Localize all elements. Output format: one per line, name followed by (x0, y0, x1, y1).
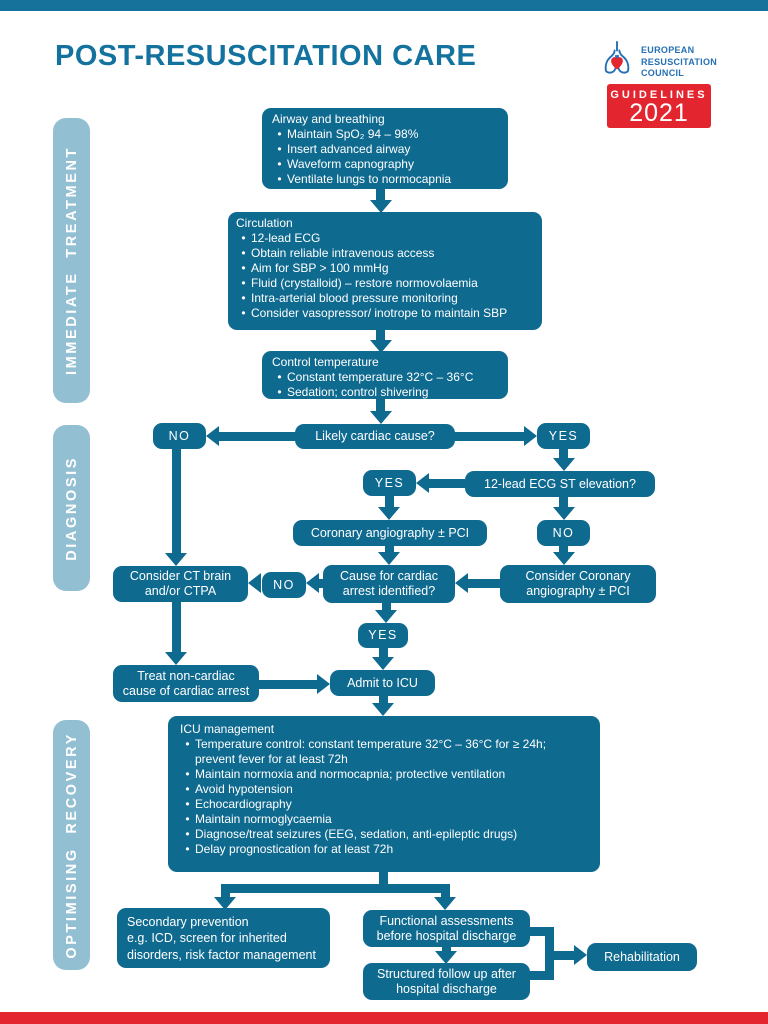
arrowhead (435, 951, 457, 964)
yes-st-elevation-node: YES (363, 470, 416, 496)
arrowhead (375, 610, 397, 623)
arrow-split-to-functional (441, 884, 450, 897)
yes-cardiac-cause-node: YES (537, 423, 590, 449)
arrow-yes-to-coronary-angiography (385, 496, 394, 507)
arrowhead (370, 200, 392, 213)
arrow-coronary-to-cause (385, 546, 394, 553)
consider-ct-brain-ctpa-node: Consider CT brain and/or CTPA (113, 566, 248, 602)
arrow-no-to-ct-brain (248, 573, 261, 593)
bottom-accent-bar (0, 1012, 768, 1024)
arrow-icu-split-stem (379, 871, 388, 887)
secondary-prevention-box: Secondary prevention e.g. ICD, screen fo… (117, 908, 330, 968)
arrow-treat-to-admit (259, 680, 317, 689)
arrowhead (214, 897, 236, 910)
section-optimising-recovery: OPTIMISING RECOVERY (53, 720, 90, 970)
airway-box-bullets: •Maintain SpO₂ 94 – 98%•Insert advanced … (277, 127, 452, 186)
arrowhead (574, 945, 587, 965)
icu-box-bullets: •Temperature control: constant temperatu… (185, 737, 547, 856)
arrow-airway-to-circulation (376, 188, 385, 201)
airway-breathing-box: Airway and breathing •Maintain SpO₂ 94 –… (262, 108, 508, 189)
icu-management-box: ICU management •Temperature control: con… (168, 716, 600, 872)
likely-cardiac-cause-node: Likely cardiac cause? (295, 424, 455, 449)
rehabilitation-node: Rehabilitation (587, 943, 697, 971)
arrow-yes-to-ecg-st (559, 449, 568, 459)
arrow-circulation-to-temperature (376, 330, 385, 341)
arrowhead (416, 473, 429, 493)
top-accent-bar (0, 0, 768, 11)
coronary-angiography-pci-node: Coronary angiography ± PCI (293, 520, 487, 546)
consider-coronary-angiography-node: Consider Coronary angiography ± PCI (500, 565, 656, 603)
section-diagnosis: DIAGNOSIS (53, 425, 90, 591)
arrowhead (370, 340, 392, 353)
airway-box-title: Airway and breathing (272, 112, 385, 126)
arrowhead (317, 674, 330, 694)
arrow-icu-split-bar (221, 884, 450, 893)
arrowhead (206, 426, 219, 446)
temperature-box-bullets: •Constant temperature 32°C – 36°C•Sedati… (277, 370, 474, 399)
admit-to-icu-node: Admit to ICU (330, 670, 435, 696)
arrow-admit-to-icu (379, 696, 388, 704)
connector-structured-to-bracket (528, 971, 554, 980)
arrowhead (553, 552, 575, 565)
control-temperature-box: Control temperature •Constant temperatur… (262, 351, 508, 399)
arrowhead (378, 552, 400, 565)
circulation-box-bullets: •12-lead ECG•Obtain reliable intravenous… (241, 231, 508, 320)
arrowhead (553, 458, 575, 471)
erc-org-name: EUROPEAN RESUSCITATION COUNCIL (641, 44, 718, 79)
arrow-likely-cardiac-to-yes (455, 432, 524, 441)
page-title: POST-RESUSCITATION CARE (55, 40, 477, 72)
arrow-cause-to-no (318, 579, 324, 588)
arrow-split-to-secondary (221, 884, 230, 897)
no-cause-identified-node: NO (262, 572, 306, 598)
ecg-st-elevation-node: 12-lead ECG ST elevation? (465, 471, 655, 497)
guidelines-2021-badge: GUIDELINES 2021 (607, 84, 711, 128)
arrow-bracket-to-rehabilitation (554, 951, 574, 960)
arrowhead (524, 426, 537, 446)
arrow-ecg-st-to-yes (429, 479, 465, 488)
erc-logo: EUROPEAN RESUSCITATION COUNCIL (598, 40, 718, 85)
circulation-box: Circulation •12-lead ECG•Obtain reliable… (228, 212, 542, 330)
arrow-no-to-consider-coronary (559, 546, 568, 553)
arrow-likely-cardiac-to-no (219, 432, 295, 441)
connector-bracket-vertical (545, 927, 554, 980)
no-cardiac-cause-node: NO (153, 423, 206, 449)
yes-cause-identified-node: YES (358, 623, 408, 648)
circulation-box-title: Circulation (236, 216, 293, 230)
no-st-elevation-node: NO (537, 520, 590, 546)
arrowhead (372, 657, 394, 670)
arrow-cause-to-yes (382, 603, 391, 611)
arrow-yes-to-admit (379, 648, 388, 658)
arrowhead (553, 507, 575, 520)
functional-assessments-node: Functional assessments before hospital d… (363, 910, 530, 947)
arrowhead (370, 411, 392, 424)
arrow-ecg-st-to-no (559, 497, 568, 507)
structured-follow-up-node: Structured follow up after hospital disc… (363, 963, 530, 1000)
arrow-consider-coronary-to-cause (468, 579, 500, 588)
connector-functional-to-bracket (528, 927, 554, 936)
arrowhead (306, 573, 319, 593)
icu-box-title: ICU management (180, 722, 275, 736)
arrow-no-to-ct-brain-long (172, 449, 181, 554)
cause-identified-node: Cause for cardiac arrest identified? (323, 565, 455, 603)
arrowhead (165, 652, 187, 665)
arrow-temperature-to-likely-cardiac (376, 398, 385, 412)
erc-lungs-heart-icon (598, 40, 636, 85)
section-immediate-treatment: IMMEDIATE TREATMENT (53, 118, 90, 403)
arrowhead (165, 553, 187, 566)
arrowhead (378, 507, 400, 520)
arrowhead (455, 573, 468, 593)
temperature-box-title: Control temperature (272, 355, 379, 369)
arrowhead (434, 897, 456, 910)
arrowhead (372, 703, 394, 716)
arrow-functional-to-structured (442, 947, 451, 952)
treat-non-cardiac-cause-node: Treat non-cardiac cause of cardiac arres… (113, 665, 259, 702)
arrow-ct-brain-to-treat (172, 602, 181, 653)
